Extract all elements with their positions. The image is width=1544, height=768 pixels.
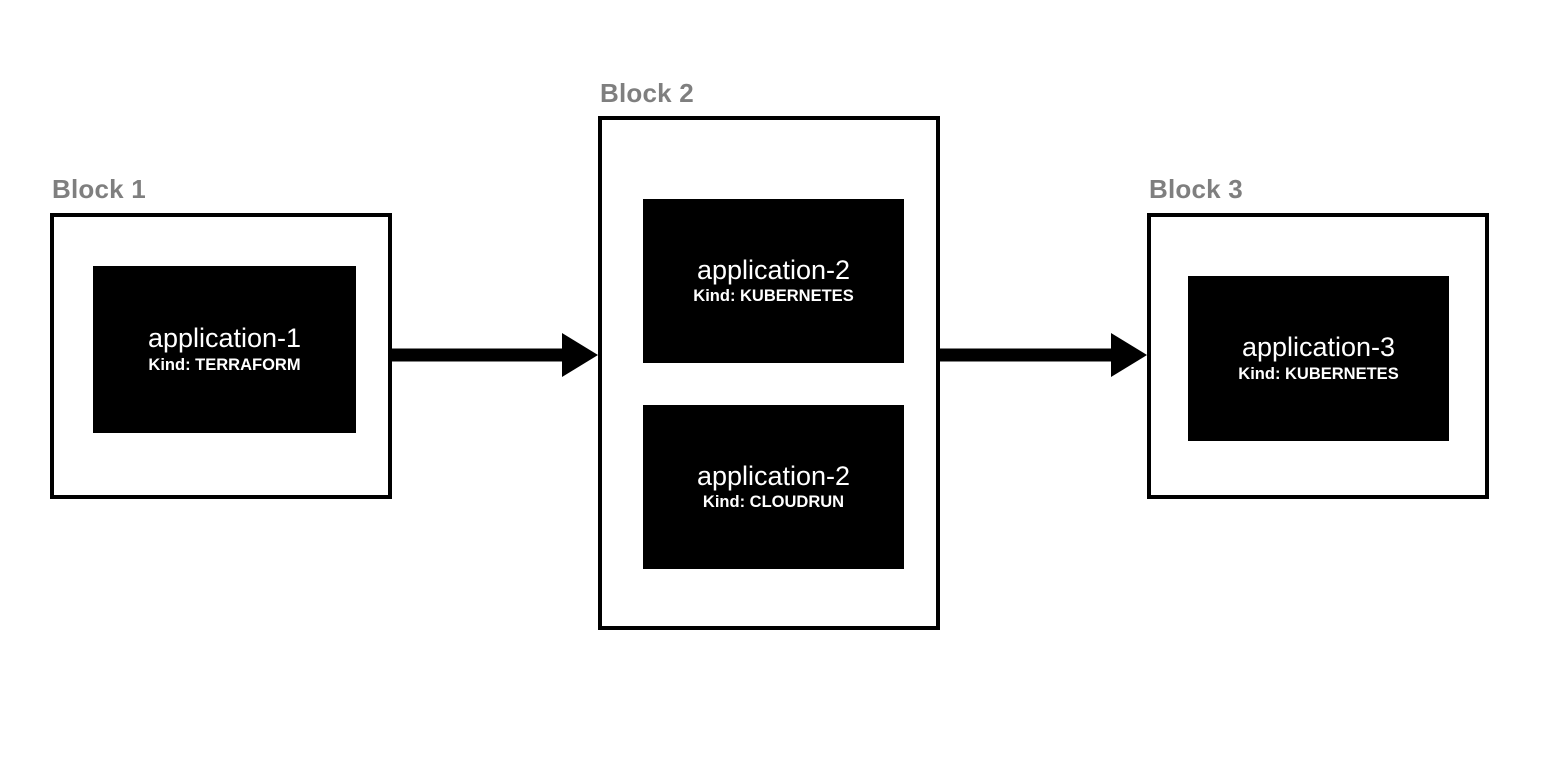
block-container-3[interactable]: application-3 Kind: KUBERNETES xyxy=(1147,213,1489,499)
arrow-block1-to-block2 xyxy=(392,333,598,377)
block-container-1[interactable]: application-1 Kind: TERRAFORM xyxy=(50,213,392,499)
block-container-2[interactable]: application-2 Kind: KUBERNETES applicati… xyxy=(598,116,940,630)
arrow-block2-to-block3 xyxy=(940,333,1147,377)
block-title-2: Block 2 xyxy=(600,78,694,108)
node-kind-label: Kind: CLOUDRUN xyxy=(702,493,845,512)
node-kind-label: Kind: TERRAFORM xyxy=(148,355,301,374)
arrow-shaft xyxy=(940,348,1113,362)
arrow-head-icon xyxy=(1111,333,1147,377)
block-title-1: Block 1 xyxy=(52,174,146,204)
node-kind-label: Kind: KUBERNETES xyxy=(693,287,854,306)
block-title-3: Block 3 xyxy=(1149,174,1243,204)
node-name-label: application-3 xyxy=(1241,332,1396,363)
node-name-label: application-2 xyxy=(696,460,851,491)
node-application-2-cloudrun[interactable]: application-2 Kind: CLOUDRUN xyxy=(643,405,904,569)
node-application-2-kubernetes[interactable]: application-2 Kind: KUBERNETES xyxy=(643,199,904,363)
node-kind-label: Kind: KUBERNETES xyxy=(1238,364,1399,383)
node-name-label: application-1 xyxy=(147,323,302,354)
arrow-head-icon xyxy=(562,333,598,377)
node-application-3[interactable]: application-3 Kind: KUBERNETES xyxy=(1188,276,1449,441)
node-name-label: application-2 xyxy=(696,254,851,285)
arrow-shaft xyxy=(392,348,564,362)
node-application-1[interactable]: application-1 Kind: TERRAFORM xyxy=(93,266,356,433)
